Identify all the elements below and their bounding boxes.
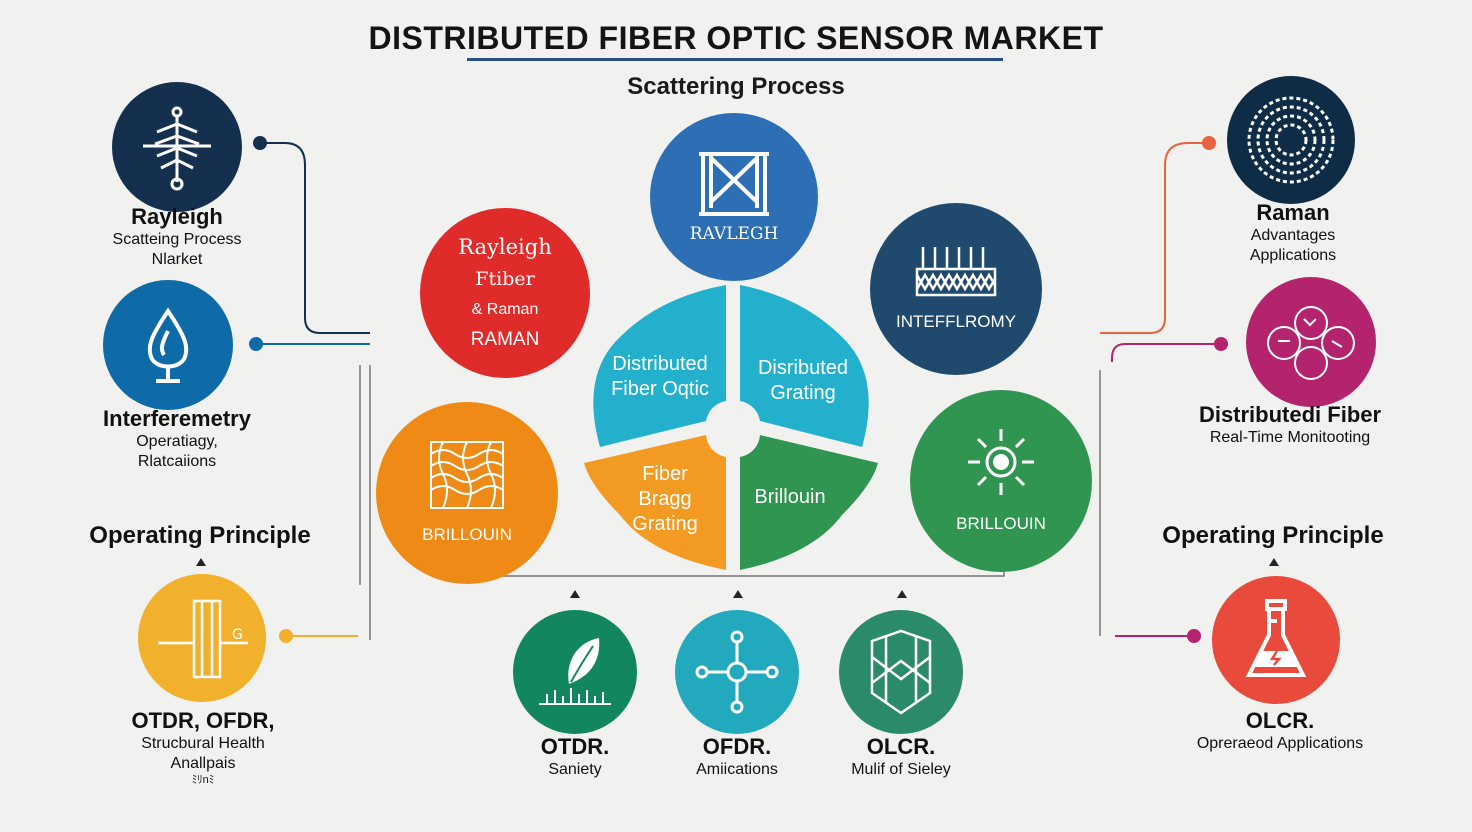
- otdr-line2: Anallpais: [170, 755, 236, 772]
- raman-line2: Applications: [1249, 247, 1337, 264]
- distributed-fiber-caption: Distributedi Fiber Real-Time Monitooting: [1160, 402, 1420, 448]
- interferometry-center-circle: INTEFFLROMY: [870, 203, 1042, 375]
- interferometry-line1: Operatiagy,: [136, 433, 218, 450]
- olcr-bottom-circle: [839, 610, 963, 734]
- olcr-line1: Opreraeod Applications: [1196, 735, 1364, 752]
- mesh-icon: [430, 441, 504, 510]
- brillouin-green-circle: BRILLOUIN: [910, 390, 1092, 572]
- interferometry-line2: Rlatcaiions: [137, 453, 217, 470]
- segment-wheel: [584, 285, 878, 570]
- brillouin-green-label: BRILLOUIN: [956, 514, 1046, 534]
- segment-bottom-left-line2: Bragg: [638, 488, 692, 510]
- left-operating-principle: Operating Principle: [89, 522, 311, 549]
- red-line4: RAMAN: [470, 329, 540, 351]
- rayleigh-raman-circle: Rayleigh Ftiber & Raman RAMAN: [420, 208, 590, 378]
- otdr-bottom-caption: OTDR. Saniety: [505, 734, 645, 780]
- bottom-arrow-2-icon: [733, 590, 743, 598]
- bottom-arrow-1-icon: [570, 590, 580, 598]
- olcr-bottom-caption: OLCR. Mulif of Sieley: [816, 734, 986, 780]
- left-arrow-icon: [196, 558, 206, 566]
- ofdr-bottom-caption: OFDR. Amiications: [667, 734, 807, 780]
- page-title: DISTRIBUTED FIBER OPTIC SENSOR MARKET: [368, 20, 1104, 56]
- red-line2: Ftiber: [475, 268, 535, 291]
- segment-bottom-left-line1: Fiber: [642, 463, 688, 485]
- rayleigh-heading: Rayleigh: [131, 204, 223, 229]
- title-underline: [467, 58, 1003, 61]
- distributed-fiber-circle: [1246, 277, 1376, 407]
- segment-bottom-left-label: Fiber Bragg Grating: [610, 462, 720, 537]
- segment-top-right-line1: Disributed: [757, 357, 849, 379]
- distributed-fiber-line1: Real-Time Monitooting: [1209, 429, 1371, 446]
- olcr-circle: [1212, 576, 1340, 704]
- otdr-bottom-sub: Saniety: [548, 761, 602, 778]
- drop-icon: [147, 307, 189, 383]
- red-line3: & Raman: [471, 301, 539, 319]
- segment-top-left-line1: Distributed: [612, 353, 708, 375]
- rayleigh-line2: Nlarket: [151, 251, 203, 268]
- leaf-icon: [539, 638, 611, 705]
- svg-text:G: G: [232, 627, 243, 643]
- ofdr-bottom-circle: [675, 610, 799, 734]
- otdr-bottom-heading: OTDR.: [540, 734, 610, 759]
- flask-icon: [1245, 599, 1307, 677]
- raman-line1: Advantages: [1250, 227, 1336, 244]
- spiral-icon: [1247, 96, 1335, 184]
- segment-top-right-label: Disributed Grating: [738, 356, 868, 406]
- grating-bars-icon: G: [158, 599, 248, 679]
- sun-icon: [968, 429, 1034, 496]
- otdr-heading: OTDR, OFDR,: [131, 708, 275, 733]
- raman-heading: Raman: [1256, 200, 1330, 225]
- rayleigh-line1: Scatteing Process: [112, 231, 242, 248]
- rayleigh-top-label: RAVLEGH: [689, 224, 779, 245]
- comb-icon: [915, 247, 997, 297]
- segment-top-right-line2: Grating: [770, 382, 836, 404]
- olcr-caption: OLCR. Opreraeod Applications: [1160, 708, 1400, 754]
- red-line1: Rayleigh: [458, 235, 552, 260]
- brillouin-orange-circle: BRILLOUIN: [376, 402, 558, 584]
- rayleigh-top-circle: RAVLEGH: [650, 113, 818, 281]
- brillouin-orange-label: BRILLOUIN: [422, 525, 512, 545]
- cells-icon: [1267, 306, 1355, 380]
- bottom-arrow-3-icon: [897, 590, 907, 598]
- segment-bottom-left: [584, 435, 726, 570]
- rayleigh-circle: [112, 82, 242, 212]
- segment-top-left: [593, 285, 726, 447]
- otdr-bottom-circle: [513, 610, 637, 734]
- frame-icon: [699, 152, 769, 217]
- segment-top-left-line2: Fiber Oqtic: [611, 378, 709, 400]
- rayleigh-caption: Rayleigh Scatteing Process Nlarket: [72, 204, 282, 270]
- fiber-node-icon: [143, 106, 211, 191]
- interferometry-circle: [103, 280, 233, 410]
- right-arrow-icon: [1269, 558, 1279, 566]
- olcr-heading: OLCR.: [1245, 708, 1315, 733]
- otdr-circle: G: [138, 574, 266, 702]
- interferometry-caption: Interferemetry Operatiagy, Rlatcaiions: [72, 406, 282, 472]
- ofdr-bottom-heading: OFDR.: [702, 734, 772, 759]
- right-operating-principle: Operating Principle: [1162, 522, 1384, 549]
- page-subtitle: Scattering Process: [627, 73, 845, 100]
- shield-icon: [870, 629, 932, 715]
- raman-caption: Raman Advantages Applications: [1188, 200, 1398, 266]
- segment-top-right: [740, 285, 869, 447]
- otdr-line1: Strucbural Health: [141, 735, 265, 752]
- distributed-fiber-heading: Distributedi Fiber: [1198, 402, 1382, 427]
- raman-circle: [1227, 76, 1355, 204]
- segment-bottom-right-label: Brillouin: [754, 486, 826, 508]
- segment-bottom-left-line3: Grating: [632, 513, 698, 535]
- olcr-bottom-heading: OLCR.: [866, 734, 936, 759]
- olcr-bottom-sub: Mulif of Sieley: [851, 761, 951, 778]
- interferometry-center-label: INTEFFLROMY: [896, 312, 1016, 332]
- segment-top-left-label: Distributed Fiber Oqtic: [590, 352, 730, 402]
- ofdr-bottom-sub: Amiications: [696, 761, 778, 778]
- otdr-caption: OTDR, OFDR, Strucbural Health Anallpais …: [88, 708, 318, 788]
- network-icon: [695, 630, 779, 714]
- interferometry-heading: Interferemetry: [103, 406, 251, 431]
- otdr-line3: ﾐﾘnﾐ: [191, 774, 215, 786]
- segment-bottom-right: [740, 435, 878, 570]
